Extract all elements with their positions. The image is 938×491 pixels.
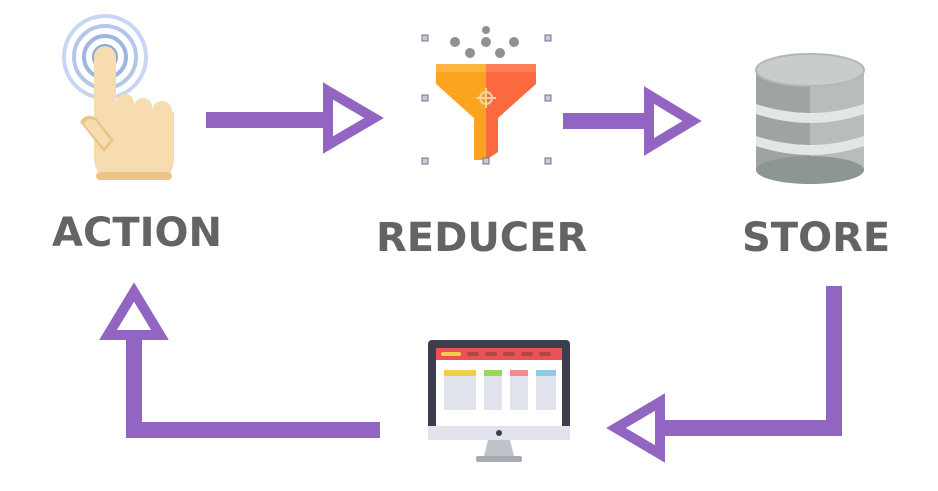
- reducer-label: REDUCER: [376, 215, 587, 261]
- arrow-action-to-reducer: [206, 82, 384, 154]
- arrow-view-to-action: [99, 282, 380, 438]
- funnel-icon: [421, 26, 552, 165]
- action-label: ACTION: [52, 210, 222, 256]
- touch-hand-icon: [62, 14, 174, 180]
- store-label: STORE: [742, 215, 890, 261]
- arrow-reducer-to-store: [563, 86, 702, 156]
- arrow-store-to-view: [606, 286, 842, 463]
- database-icon: [755, 53, 865, 184]
- monitor-ui-icon: [428, 340, 570, 462]
